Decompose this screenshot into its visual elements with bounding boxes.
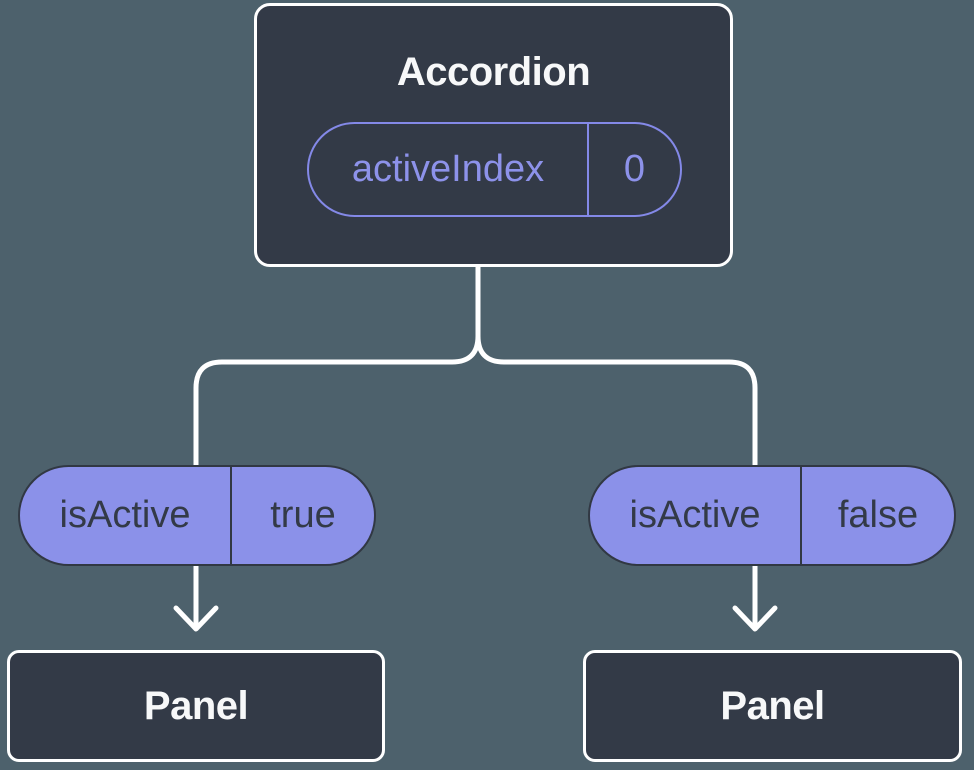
prop-pill-right: isActive false xyxy=(588,465,956,566)
arrowhead-left-icon xyxy=(173,605,219,632)
prop-pill-right-value: false xyxy=(837,494,919,536)
panel-node-right: Panel xyxy=(583,650,962,762)
prop-pill-left-name: isActive xyxy=(20,467,232,564)
arrowhead-right-icon xyxy=(732,605,778,632)
connector-branch-right xyxy=(475,264,758,629)
state-pill-name: activeIndex xyxy=(309,124,589,215)
accordion-node-title: Accordion xyxy=(396,50,591,94)
panel-node-left: Panel xyxy=(7,650,385,762)
panel-node-right-title: Panel xyxy=(720,683,825,728)
state-pill-value: 0 xyxy=(623,148,646,190)
prop-pill-left: isActive true xyxy=(18,465,376,566)
state-pill: activeIndex 0 xyxy=(307,122,682,217)
connector-branch-left xyxy=(193,264,481,629)
prop-pill-right-name: isActive xyxy=(590,467,802,564)
prop-pill-left-value: true xyxy=(270,494,336,536)
accordion-node: Accordion activeIndex 0 xyxy=(254,3,733,267)
panel-node-left-title: Panel xyxy=(143,683,249,728)
